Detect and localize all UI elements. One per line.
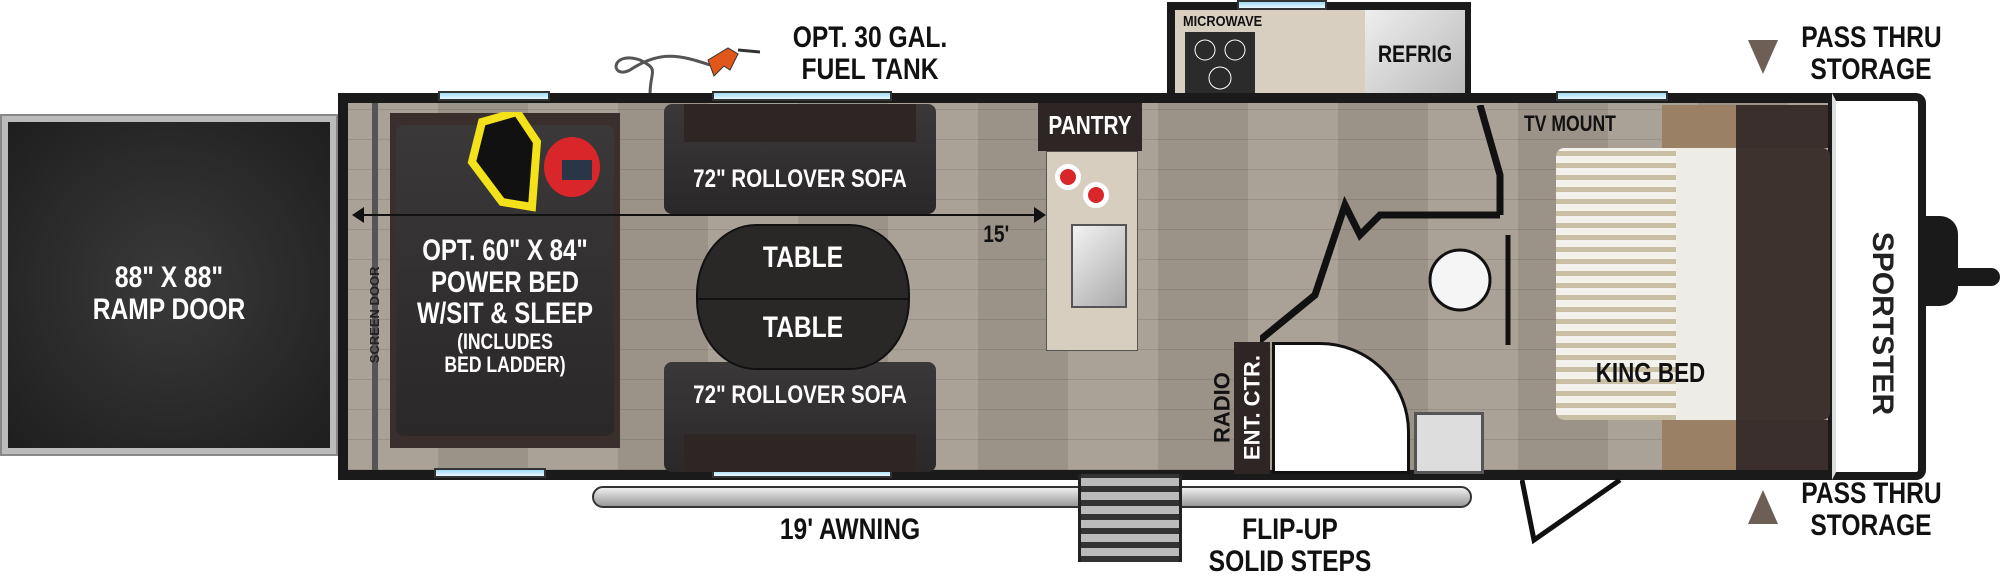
burner-icon: [1194, 39, 1246, 90]
entry-steps: [1078, 474, 1182, 562]
nightstand: [1662, 420, 1736, 470]
sofa-bottom-label: 72" ROLLOVER SOFA: [693, 381, 907, 409]
window: [712, 91, 892, 101]
sofa-top: 72" ROLLOVER SOFA: [664, 104, 936, 214]
coffee-cup-icon: [1055, 164, 1081, 190]
dimension-line: [360, 214, 1036, 216]
pantry: [1038, 103, 1142, 151]
window: [1556, 91, 1668, 101]
arrow-left-icon: [352, 207, 364, 223]
stove: [1185, 32, 1255, 96]
bathroom-walls: [1260, 105, 1511, 380]
awning-label: 19' AWNING: [779, 513, 921, 546]
ramp-door: 88" X 88"RAMP DOOR: [0, 114, 338, 456]
pantry-label: PANTRY: [1048, 110, 1132, 140]
table-bottom-label: TABLE: [762, 311, 844, 344]
king-bed: [1556, 148, 1830, 420]
dimension-label: 15': [983, 221, 1010, 248]
screen-door-label: SCREEN DOOR: [367, 266, 383, 364]
tv-mount-label: TV MOUNT: [1524, 111, 1616, 136]
arrow-up-icon: [1748, 490, 1778, 524]
fuel-nozzle-icon: [614, 47, 761, 96]
sink-icon: [1071, 224, 1127, 308]
entry-door: [1520, 478, 1622, 545]
ent-ctr-label: ENT. CTR.: [1239, 354, 1265, 461]
refrig-label: REFRIG: [1377, 41, 1453, 68]
window: [434, 468, 546, 478]
toilet-icon: [1428, 248, 1492, 312]
radio-ent-ctr: [1234, 342, 1270, 474]
fuel-tank-label: OPT. 30 GAL.FUEL TANK: [792, 21, 948, 86]
arrow-down-icon: [1748, 40, 1778, 74]
pass-thru-storage-bottom: [1736, 420, 1828, 470]
brand-logo: SPORTSTER: [1865, 231, 1899, 416]
awning: [592, 486, 1472, 508]
power-bed-label: OPT. 60" X 84" POWER BED W/SIT & SLEEP (…: [416, 234, 594, 377]
hitch-coupler: [1955, 268, 2000, 286]
dinette-table: TABLE TABLE: [696, 224, 910, 370]
coffee-cup-icon: [1083, 182, 1109, 208]
table-top-label: TABLE: [762, 241, 844, 274]
hitch: [1922, 216, 1958, 306]
pass-thru-storage-top: [1736, 105, 1828, 148]
sofa-bottom: 72" ROLLOVER SOFA: [664, 362, 936, 472]
microwave-label: MICROWAVE: [1183, 13, 1263, 30]
kitchen-slideout: MICROWAVE REFRIG: [1167, 0, 1471, 102]
king-bed-label: KING BED: [1595, 357, 1706, 388]
ramp-door-label: 88" X 88"RAMP DOOR: [92, 261, 246, 326]
nightstand: [1662, 105, 1736, 148]
bath-sink: [1414, 412, 1484, 474]
window: [438, 91, 550, 101]
radio-label: RADIO: [1209, 372, 1235, 443]
jacket-helmet-icon: [467, 112, 600, 212]
kitchen-island: [1046, 151, 1138, 351]
sofa-top-label: 72" ROLLOVER SOFA: [693, 165, 907, 193]
refrigerator: [1365, 10, 1465, 96]
arrow-right-icon: [1034, 207, 1046, 223]
